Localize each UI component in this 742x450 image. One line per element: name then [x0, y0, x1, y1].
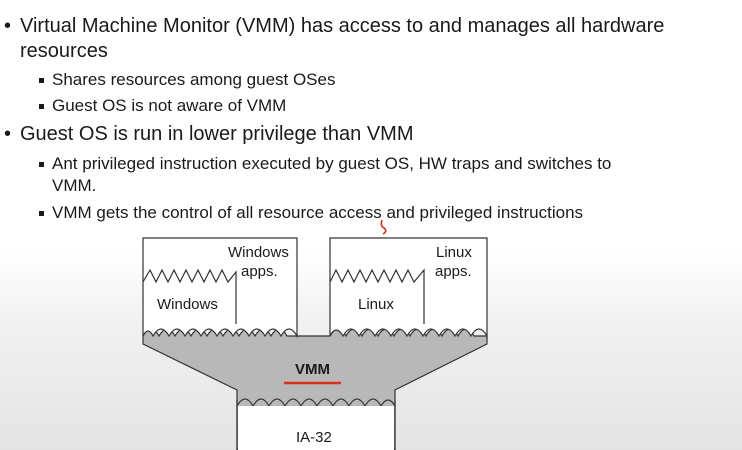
vmm-label: VMM	[295, 361, 330, 378]
square-bullet	[39, 211, 44, 216]
windows-apps-label-2: apps.	[241, 263, 278, 280]
bullet-text: Virtual Machine Monitor (VMM) has access…	[20, 15, 665, 37]
hardware-box	[236, 400, 396, 450]
bullet-dot: •	[4, 15, 12, 37]
hardware-fill	[238, 406, 394, 450]
bullet-text-cont: resources	[20, 40, 108, 62]
pen-annotation	[380, 219, 387, 235]
sub-bullet-hw-traps: Ant privileged instruction executed by g…	[39, 153, 732, 197]
windows-apps-divider	[142, 268, 237, 324]
linux-apps-divider	[329, 268, 425, 324]
bullet-text: Guest OS is run in lower privilege than …	[20, 123, 414, 145]
bullet-dot: •	[4, 123, 12, 145]
linux-os-label: Linux	[358, 296, 394, 313]
bullet-lower-privilege: • Guest OS is run in lower privilege tha…	[4, 122, 730, 147]
sub-bullet-shares-resources: Shares resources among guest OSes	[39, 69, 335, 91]
square-bullet	[39, 104, 44, 109]
windows-guest-box	[142, 237, 298, 339]
linux-apps-label: Linux	[436, 244, 472, 261]
windows-apps-label: Windows	[228, 244, 289, 261]
bullet-vmm-access: • Virtual Machine Monitor (VMM) has acce…	[4, 14, 730, 64]
sub-bullet-not-aware: Guest OS is not aware of VMM	[39, 95, 286, 117]
linux-apps-label-2: apps.	[435, 263, 472, 280]
windows-os-label: Windows	[157, 296, 218, 313]
square-bullet	[39, 162, 44, 167]
linux-guest-box	[329, 237, 488, 339]
hardware-label: IA-32	[296, 429, 332, 446]
sub-bullet-vmm-control: VMM gets the control of all resource acc…	[39, 202, 583, 224]
square-bullet	[39, 78, 44, 83]
